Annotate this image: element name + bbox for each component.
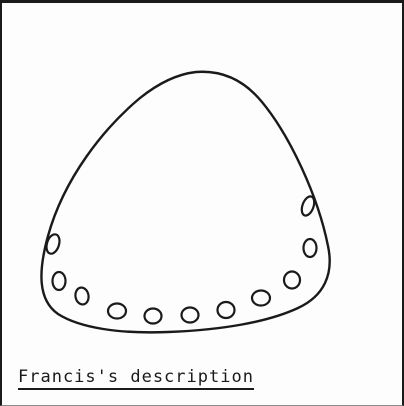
hole xyxy=(145,309,162,324)
hole xyxy=(252,291,270,306)
hole-row xyxy=(44,195,316,324)
hole xyxy=(108,304,126,319)
caption: Francis's description xyxy=(18,368,254,390)
hole xyxy=(53,272,66,290)
hole xyxy=(182,308,199,323)
hole xyxy=(218,302,235,318)
hole xyxy=(284,272,300,289)
hole xyxy=(74,287,90,306)
hole xyxy=(299,195,316,218)
rounded-outline xyxy=(41,72,329,333)
hole xyxy=(304,239,317,257)
